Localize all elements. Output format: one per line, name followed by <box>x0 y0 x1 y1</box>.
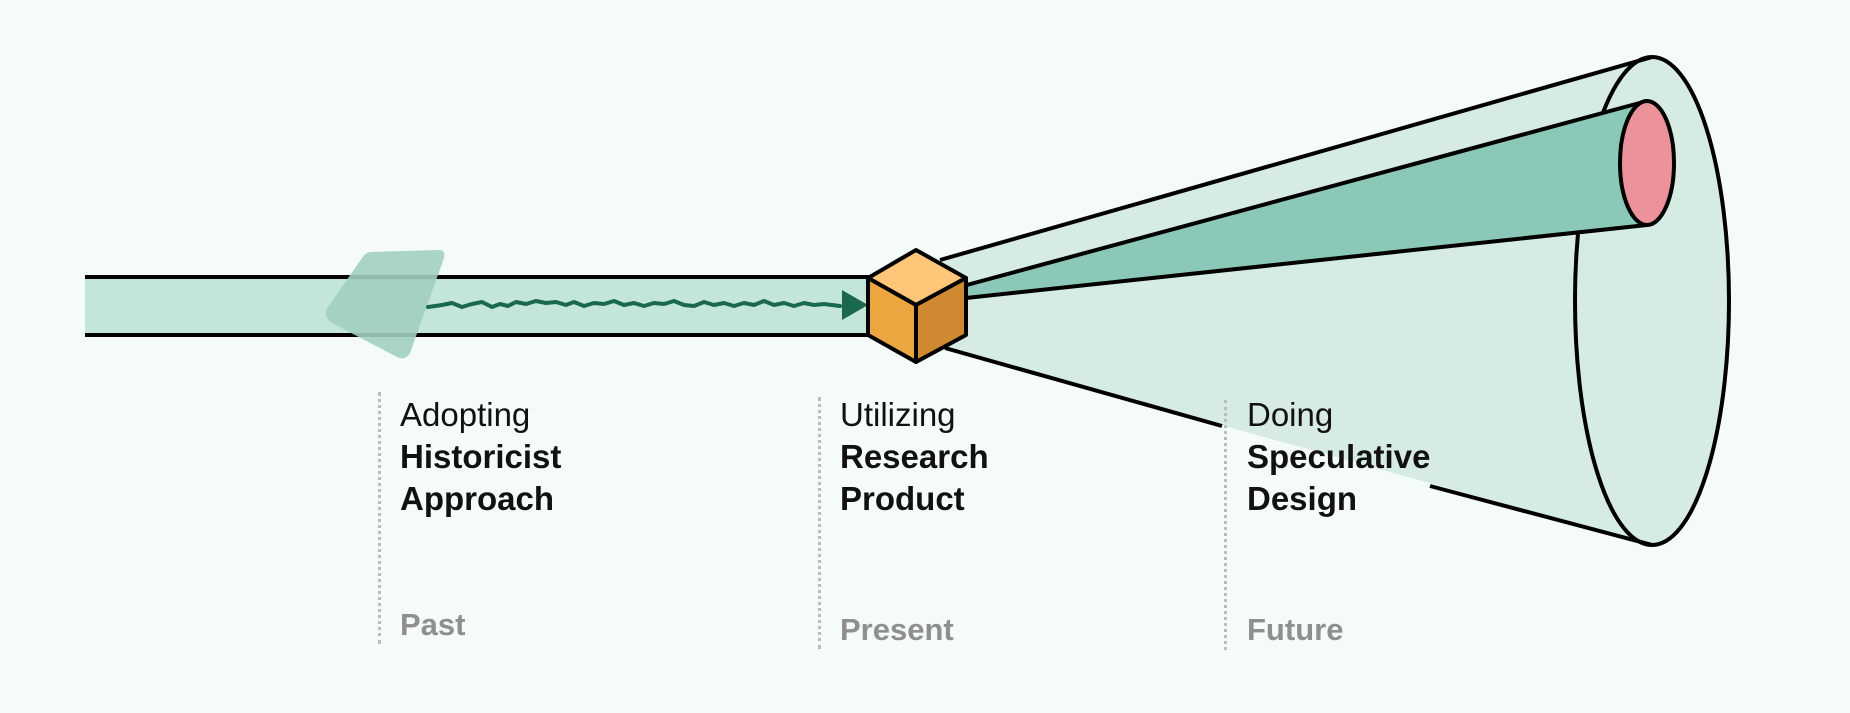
stage-noun-line2: Design <box>1247 480 1358 517</box>
outer-cone-rim <box>1573 55 1731 547</box>
stage-noun-line1: Research <box>840 438 989 475</box>
inner-cone-bottom-edge <box>965 223 1648 300</box>
historic-prism-shape <box>325 250 445 359</box>
stage-noun-line2: Approach <box>400 480 555 517</box>
era-present: Present <box>840 612 954 647</box>
stage-verb: Doing <box>1247 396 1334 433</box>
stage-future-label: Doing Speculative Design <box>1247 394 1430 520</box>
arrow-head-icon <box>842 290 868 320</box>
stage-past-label: Adopting Historicist Approach <box>400 394 561 520</box>
stage-noun-line2: Product <box>840 480 965 517</box>
outer-cone-bottom-edge-b <box>1429 484 1653 547</box>
outer-cone-top-edge <box>939 55 1653 262</box>
era-future: Future <box>1247 612 1344 647</box>
stage-present-label: Utilizing Research Product <box>840 394 989 520</box>
divider-future <box>1224 400 1227 650</box>
outer-cone-bottom-edge-a <box>944 346 1223 428</box>
stage-verb: Utilizing <box>840 396 956 433</box>
divider-past <box>378 392 381 644</box>
research-path-squiggle <box>426 299 842 309</box>
inner-cone <box>963 101 1647 298</box>
stage-verb: Adopting <box>400 396 531 433</box>
stage-noun-line1: Speculative <box>1247 438 1431 475</box>
inner-cone-top-edge <box>962 99 1648 288</box>
era-past: Past <box>400 607 466 642</box>
stage-noun-line1: Historicist <box>400 438 562 475</box>
core-ellipse <box>1618 99 1676 227</box>
divider-present <box>818 397 821 649</box>
research-product-cube-icon <box>866 248 968 364</box>
past-tube <box>85 277 880 335</box>
